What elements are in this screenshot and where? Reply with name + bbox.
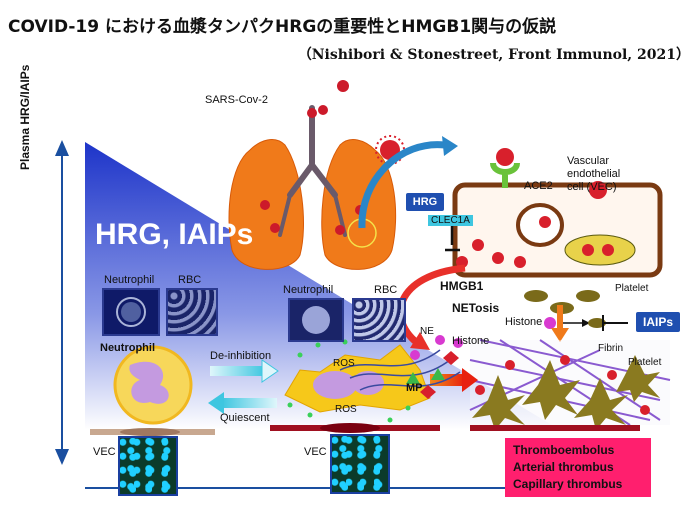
- rbc-aggregated-micrograph: [352, 298, 406, 342]
- clec1a-label: CLEC1A: [428, 215, 473, 226]
- vec-layer-left: [90, 428, 215, 436]
- quiescent-label: Quiescent: [220, 412, 270, 424]
- vec-cell: [452, 148, 663, 278]
- deinhibition-label: De-inhibition: [210, 350, 272, 362]
- fibrin-label: Fibrin: [598, 343, 624, 354]
- hrg-iaips-heading: HRG, IAIPs: [95, 218, 254, 251]
- vec-layer-middle: [270, 423, 440, 433]
- page-title: COVID-19 における血漿タンパクHRGの重要性とHMGB1関与の仮説: [8, 17, 557, 37]
- hrg-gradient-triangle: [85, 142, 560, 430]
- outcomes-box: Thromboembolus Arterial thrombus Capilla…: [505, 438, 651, 497]
- hrg-box: HRG: [406, 193, 444, 211]
- y-axis-label: Plasma HRG/IAIPs: [18, 64, 32, 170]
- neutrophil-label-3: Neutrophil: [100, 342, 155, 354]
- activated-neutrophil: [284, 335, 463, 413]
- vec-label-left: VEC: [93, 446, 116, 458]
- sars-label: SARS-Cov-2: [205, 94, 268, 106]
- rbc-label-1: RBC: [178, 274, 202, 286]
- neutrophil-label-2: Neutrophil: [283, 284, 334, 296]
- outcome-capillary-thrombus: Capillary thrombus: [513, 477, 623, 491]
- citation: （Nishibori & Stonestreet, Front Immunol,…: [297, 47, 690, 63]
- ne-label: NE: [420, 326, 434, 337]
- hmgb1-label: HMGB1: [440, 279, 484, 293]
- neutrophil-activated-micrograph: [288, 298, 344, 342]
- outcome-thromboembolus: Thromboembolus: [513, 443, 615, 457]
- ros-label-2: ROS: [335, 404, 357, 415]
- vascular-label: Vascular endothelial cell (VEC): [567, 155, 621, 193]
- mp-label: MP: [406, 382, 423, 394]
- rbc-label-2: RBC: [374, 284, 398, 296]
- neutrophil-micrograph: [102, 288, 160, 336]
- infection-arrow: [358, 141, 446, 229]
- quiescent-neutrophil: [113, 345, 193, 425]
- y-axis-arrow: [55, 140, 69, 465]
- quiescent-arrow: [208, 392, 224, 414]
- histone-label-right: Histone: [505, 316, 543, 328]
- platelet-label-right: Platelet: [628, 357, 662, 368]
- netosis-label: NETosis: [452, 301, 500, 315]
- histone-label-mid: Histone: [452, 335, 490, 347]
- iaips-box: IAIPs: [636, 312, 680, 332]
- thrombus-cluster: [469, 339, 671, 430]
- outcome-arterial-thrombus: Arterial thrombus: [513, 460, 614, 474]
- vec-label-middle: VEC: [304, 446, 327, 458]
- platelet-label-top: Platelet: [615, 283, 649, 294]
- ros-label-1: ROS: [333, 358, 355, 369]
- deinhibition-arrow: [261, 359, 279, 383]
- thrombus-arrow: [462, 368, 478, 392]
- vec-image-left: [118, 436, 178, 496]
- neutrophil-label-1: Neutrophil: [104, 274, 155, 286]
- rbc-micrograph: [166, 288, 218, 336]
- histone-dot: [544, 317, 556, 329]
- ros-dots: [287, 335, 411, 423]
- ace2-label: ACE2: [524, 180, 553, 192]
- vec-image-middle: [330, 434, 390, 494]
- clec1a-receptor: [445, 225, 468, 268]
